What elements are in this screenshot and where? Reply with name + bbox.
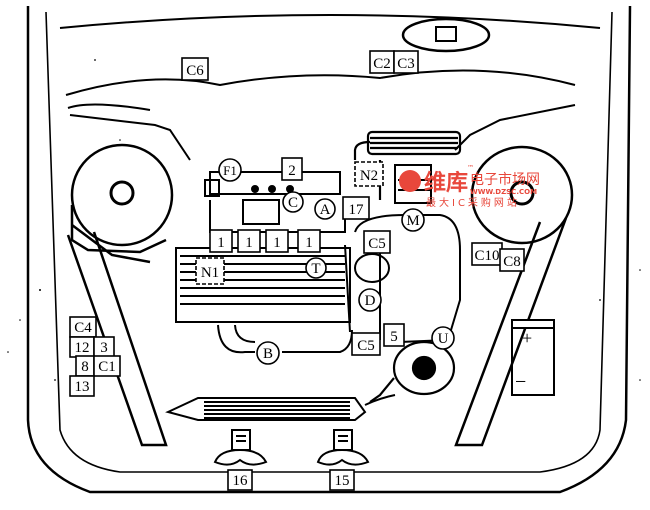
watermark-url: WWW.DZSC.COM [470, 188, 537, 196]
label-1b: 1 [237, 229, 261, 253]
watermark-site: 电子市场网 [470, 171, 540, 188]
label-d-text: D [365, 293, 376, 309]
battery-minus: − [515, 371, 526, 393]
dzsc-watermark: 维库 电子市场网 ™ WWW.DZSC.COM 最大IC采购网站 [399, 164, 540, 209]
label-c10: C10 [471, 242, 503, 266]
label-15-text: 15 [335, 473, 350, 489]
alternator-icon [369, 340, 456, 403]
right-shock-tower [470, 145, 574, 245]
label-c6: C6 [181, 57, 209, 81]
cowl-panel [65, 69, 576, 161]
label-c5-top-text: C5 [368, 236, 386, 252]
intake-manifold [175, 247, 353, 354]
label-u-text: U [438, 331, 449, 347]
circle-labels: F1 C A M T D B U [218, 158, 455, 365]
label-1c: 1 [265, 229, 289, 253]
watermark-slogan: 最大IC采购网站 [426, 196, 520, 209]
label-f1-text: F1 [223, 163, 237, 178]
label-m: M [401, 208, 425, 232]
label-c4-text: C4 [74, 320, 92, 336]
label-2-text: 2 [288, 163, 296, 179]
label-8: 8 [75, 355, 95, 377]
label-3: 3 [93, 336, 115, 358]
label-n2: N2 [354, 161, 384, 187]
label-c3: C3 [393, 50, 419, 74]
label-1d-text: 1 [305, 235, 313, 251]
box-labels: C6 C2 C3 2 N2 17 1 1 [69, 50, 525, 491]
label-8-text: 8 [81, 359, 89, 375]
label-b: B [256, 341, 280, 365]
label-5-text: 5 [390, 329, 398, 345]
label-c5-bottom: C5 [351, 332, 381, 356]
label-c6-text: C6 [186, 63, 204, 79]
watermark-brand: 维库 [424, 170, 468, 196]
label-c8: C8 [499, 248, 525, 272]
label-17-text: 17 [349, 202, 365, 218]
engine-block [344, 164, 461, 343]
label-c5-top: C5 [363, 230, 391, 254]
label-1c-text: 1 [273, 235, 281, 251]
watermark-tm: ™ [467, 164, 474, 172]
label-c10-text: C10 [474, 248, 499, 264]
left-headlamp-connector [213, 429, 268, 466]
label-1a: 1 [209, 229, 233, 253]
label-f1: F1 [218, 158, 242, 182]
label-t-text: T [311, 261, 320, 277]
label-n1-text: N1 [201, 265, 219, 281]
label-1b-text: 1 [245, 235, 253, 251]
label-17: 17 [342, 196, 370, 220]
label-c1-text: C1 [98, 359, 116, 375]
label-c2-text: C2 [373, 56, 391, 72]
radiator-icon [165, 394, 396, 421]
label-c3-text: C3 [397, 56, 415, 72]
label-b-text: B [263, 346, 273, 362]
label-c8-text: C8 [503, 254, 521, 270]
battery-plus: + [522, 328, 532, 348]
label-n2-text: N2 [360, 168, 378, 184]
scan-noise [7, 59, 641, 381]
label-c1: C1 [93, 355, 121, 377]
label-c-circle: C [282, 191, 304, 213]
label-1d: 1 [297, 229, 321, 253]
label-t: T [305, 257, 327, 279]
label-d: D [358, 288, 382, 312]
label-16-text: 16 [233, 473, 249, 489]
label-15: 15 [329, 469, 355, 491]
label-2: 2 [281, 157, 303, 181]
label-a-text: A [320, 202, 331, 218]
battery-icon [511, 319, 555, 396]
label-m-text: M [406, 213, 419, 229]
label-12-text: 12 [75, 340, 90, 356]
label-c-circle-text: C [288, 195, 298, 211]
label-c5-bottom-text: C5 [357, 338, 375, 354]
right-strut-arm [454, 217, 568, 447]
watermark-logo-icon [399, 170, 421, 192]
label-u: U [431, 326, 455, 350]
label-n1: N1 [195, 257, 225, 285]
right-headlamp-connector [316, 429, 370, 466]
label-1a-text: 1 [217, 235, 225, 251]
label-12: 12 [69, 336, 95, 358]
label-a: A [314, 198, 336, 220]
label-c2: C2 [369, 50, 395, 74]
label-c4: C4 [69, 316, 97, 338]
label-5: 5 [383, 323, 405, 347]
label-13-text: 13 [75, 379, 90, 395]
label-13: 13 [69, 375, 95, 397]
label-16: 16 [227, 469, 253, 491]
left-shock-tower [70, 143, 174, 264]
steering-wheel-icon [401, 17, 491, 53]
label-3-text: 3 [100, 340, 108, 356]
